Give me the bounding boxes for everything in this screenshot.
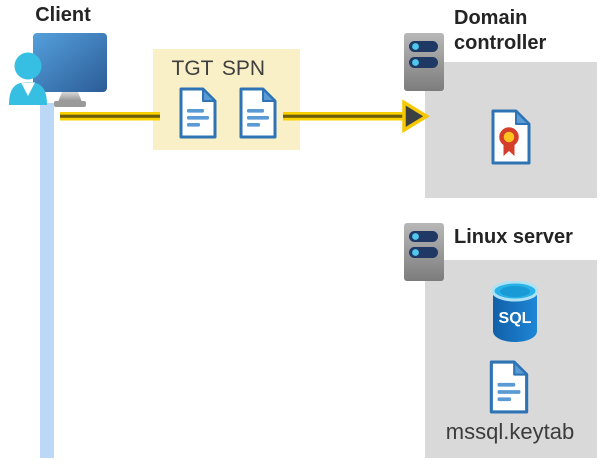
- tgt-label: TGT: [171, 57, 214, 80]
- keytab-label: mssql.keytab: [445, 419, 575, 444]
- domain-controller-title: Domain controller: [454, 7, 547, 54]
- ticket-box: TGT SPN: [153, 49, 300, 150]
- tgt-document-icon: [179, 87, 217, 139]
- user-icon: [9, 52, 47, 105]
- monitor-icon: [33, 33, 107, 107]
- client-timeline-line: [40, 103, 54, 458]
- linux-server-title: Linux server: [454, 226, 573, 248]
- linux-server-icon: [404, 223, 444, 281]
- keytab-document-icon: [489, 360, 529, 414]
- arrow-shaft-left: [60, 112, 160, 121]
- sql-text: SQL: [499, 310, 532, 327]
- spn-document-icon: [239, 87, 277, 139]
- arrow-shaft-right: [283, 112, 405, 121]
- dc-server-icon: [404, 33, 444, 91]
- client-title: Client: [35, 4, 91, 26]
- spn-label: SPN: [221, 57, 266, 80]
- certificate-icon: [491, 109, 531, 165]
- sql-database-icon: SQL: [492, 281, 538, 342]
- client-computer-icon: [9, 33, 107, 107]
- arrow-head: [402, 99, 430, 134]
